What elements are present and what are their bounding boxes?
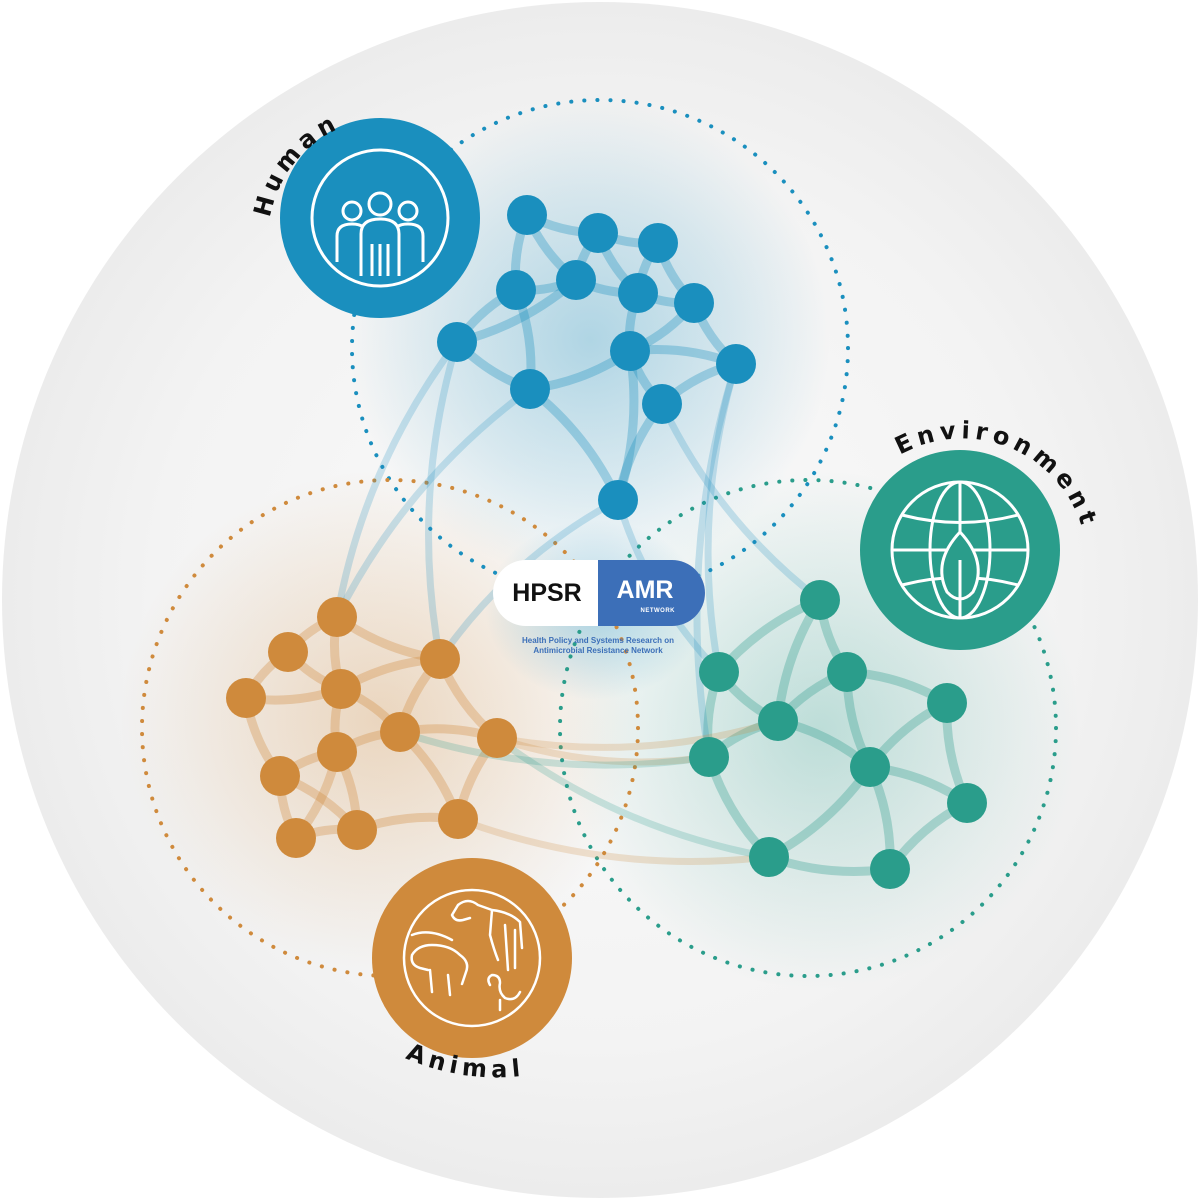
human-node xyxy=(674,283,714,323)
environment-node xyxy=(800,580,840,620)
animal-node xyxy=(438,799,478,839)
animal-node xyxy=(337,810,377,850)
human-node xyxy=(610,331,650,371)
bridge-edge xyxy=(425,338,461,663)
human-node xyxy=(598,480,638,520)
animal-node xyxy=(260,756,300,796)
logo-amr-text: AMR xyxy=(617,576,674,604)
animal-node xyxy=(226,678,266,718)
environment-node xyxy=(870,849,910,889)
animal-emblem-disc xyxy=(372,858,572,1058)
environment-node xyxy=(850,747,890,787)
animal-node xyxy=(276,818,316,858)
animal-node xyxy=(268,632,308,672)
people-group-icon xyxy=(310,148,450,288)
logo-pill-right xyxy=(598,560,705,626)
human-node xyxy=(642,384,682,424)
bridge-edge xyxy=(333,338,461,621)
bridge-edge xyxy=(333,385,534,621)
environment-node xyxy=(827,652,867,692)
network-nodes xyxy=(226,195,987,889)
bridge-edge xyxy=(658,400,824,604)
animal-node xyxy=(321,669,361,709)
human-node xyxy=(716,344,756,384)
human-node xyxy=(507,195,547,235)
animal-dotted-circle xyxy=(140,478,640,978)
human-node xyxy=(510,369,550,409)
livestock-icon xyxy=(402,888,542,1028)
globe-leaf-icon xyxy=(890,480,1030,620)
environment-node xyxy=(947,783,987,823)
environment-node xyxy=(699,652,739,692)
bridge-edge xyxy=(396,728,713,769)
human-node xyxy=(496,270,536,310)
bridge-edge xyxy=(454,815,773,865)
logo-network-text: NETWORK xyxy=(641,608,676,614)
logo-hpsr-text: HPSR xyxy=(512,579,581,607)
bridge-edge xyxy=(693,360,740,761)
environment-node xyxy=(749,837,789,877)
human-node xyxy=(638,223,678,263)
animal-node xyxy=(420,639,460,679)
bridge-edge xyxy=(704,360,740,676)
human-node xyxy=(578,213,618,253)
animal-node xyxy=(317,732,357,772)
human-dotted-circle xyxy=(350,98,850,598)
logo-subtitle-line2: Antimicrobial Resistance Network xyxy=(533,646,663,655)
animal-node xyxy=(477,718,517,758)
human-node xyxy=(618,273,658,313)
bridge-edge xyxy=(493,734,713,766)
bridge-edge xyxy=(493,717,782,751)
environment-node xyxy=(689,737,729,777)
animal-node xyxy=(380,712,420,752)
animal-emblem: Animal xyxy=(372,858,572,1084)
bridge-edge xyxy=(493,734,773,861)
environment-node xyxy=(927,683,967,723)
human-node xyxy=(556,260,596,300)
logo-subtitle-line1: Health Policy and Systems Research on xyxy=(522,636,674,645)
environment-node xyxy=(758,701,798,741)
environment-dotted-circle xyxy=(558,478,1058,978)
animal-node xyxy=(317,597,357,637)
human-node xyxy=(437,322,477,362)
hpsr-amr-logo: HPSR AMR NETWORK Health Policy and Syste… xyxy=(493,560,705,655)
